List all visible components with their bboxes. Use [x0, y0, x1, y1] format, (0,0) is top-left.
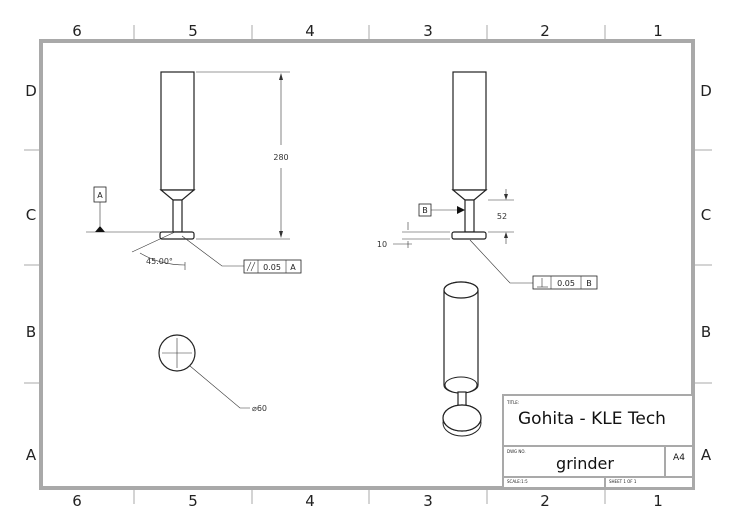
thickness-dimension [393, 222, 450, 248]
column-label-1-top: 1 [653, 22, 663, 40]
datum-a-label: A [97, 191, 103, 200]
column-label-5-top: 5 [188, 22, 198, 40]
front-view [159, 71, 196, 240]
thickness-dimension-text: 10 [377, 240, 387, 249]
side-view-cone [451, 189, 488, 201]
dwg-no-label: DWG NO. [507, 449, 526, 454]
datum-a-symbol [86, 186, 175, 233]
row-label-b-right: B [701, 323, 711, 341]
height-dimension-text: 280 [273, 153, 288, 162]
zone-ticks [24, 25, 712, 504]
iso-cylinder [443, 281, 479, 394]
angle-dimension-text: 45.00° [146, 257, 173, 266]
drawing-title: Gohita - KLE Tech [518, 409, 666, 429]
isometric-view [442, 281, 482, 437]
height-dimension [196, 71, 290, 240]
datum-b-symbol [418, 203, 465, 217]
title-block [502, 394, 694, 489]
row-label-a-right: A [701, 446, 712, 464]
column-label-2-top: 2 [540, 22, 550, 40]
parallelism-tolerance: 0.05 [263, 263, 281, 272]
front-view-shaft [172, 199, 183, 233]
column-label-1-bottom: 1 [653, 492, 663, 510]
column-label-3-top: 3 [423, 22, 433, 40]
column-label-4-top: 4 [305, 22, 315, 40]
side-view [451, 71, 488, 240]
column-label-4-bottom: 4 [305, 492, 315, 510]
small-height-dimension [488, 189, 514, 244]
column-label-5-bottom: 5 [188, 492, 198, 510]
row-label-b-left: B [26, 323, 36, 341]
column-label-3-bottom: 3 [423, 492, 433, 510]
column-label-6-top: 6 [72, 22, 82, 40]
row-label-d-left: D [25, 82, 37, 100]
row-label-d-right: D [700, 82, 712, 100]
small-height-dimension-text: 52 [497, 212, 507, 221]
perpendicularity-datum-ref: B [586, 279, 592, 288]
column-label-2-bottom: 2 [540, 492, 550, 510]
row-label-c-left: C [26, 206, 36, 224]
sheet-size: A4 [673, 453, 685, 463]
front-view-disk [159, 231, 195, 240]
row-label-c-right: C [701, 206, 711, 224]
drawing-number: grinder [556, 454, 614, 473]
parallelism-datum-ref: A [290, 263, 296, 272]
perpendicularity-tolerance: 0.05 [557, 279, 575, 288]
angle-dimension [131, 231, 186, 270]
parallelism-frame [181, 235, 302, 274]
front-view-cylinder [160, 71, 195, 191]
perpendicularity-frame [469, 239, 598, 290]
top-view [158, 334, 250, 409]
sheet-count-label: SHEET 1 OF 1 [609, 479, 637, 484]
datum-b-label: B [422, 206, 428, 215]
side-view-disk [451, 231, 487, 240]
scale-label: SCALE:1:5 [507, 479, 528, 484]
row-label-a-left: A [26, 446, 37, 464]
column-label-6-bottom: 6 [72, 492, 82, 510]
side-view-shaft [464, 199, 475, 233]
diameter-dimension-text: ⌀60 [252, 404, 267, 413]
title-label: TITLE: [506, 400, 519, 405]
front-view-cone [159, 189, 196, 201]
side-view-cylinder [452, 71, 487, 191]
